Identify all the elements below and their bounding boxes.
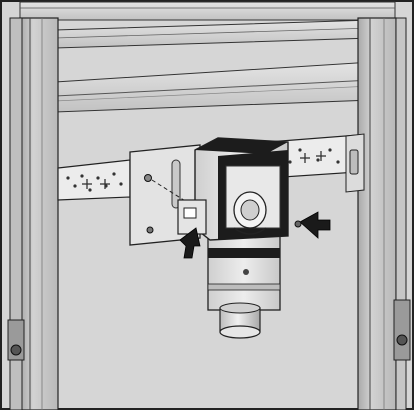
perforated-mounting-strip <box>57 133 365 201</box>
arrow-right-insert <box>294 211 331 239</box>
right-frame-post <box>357 17 411 410</box>
arrow-left-insert <box>179 227 201 259</box>
left-frame-post <box>7 17 59 410</box>
drain-outlet-pipe <box>219 302 261 339</box>
drain-box-housing <box>177 137 289 311</box>
top-crossbar <box>19 1 396 21</box>
